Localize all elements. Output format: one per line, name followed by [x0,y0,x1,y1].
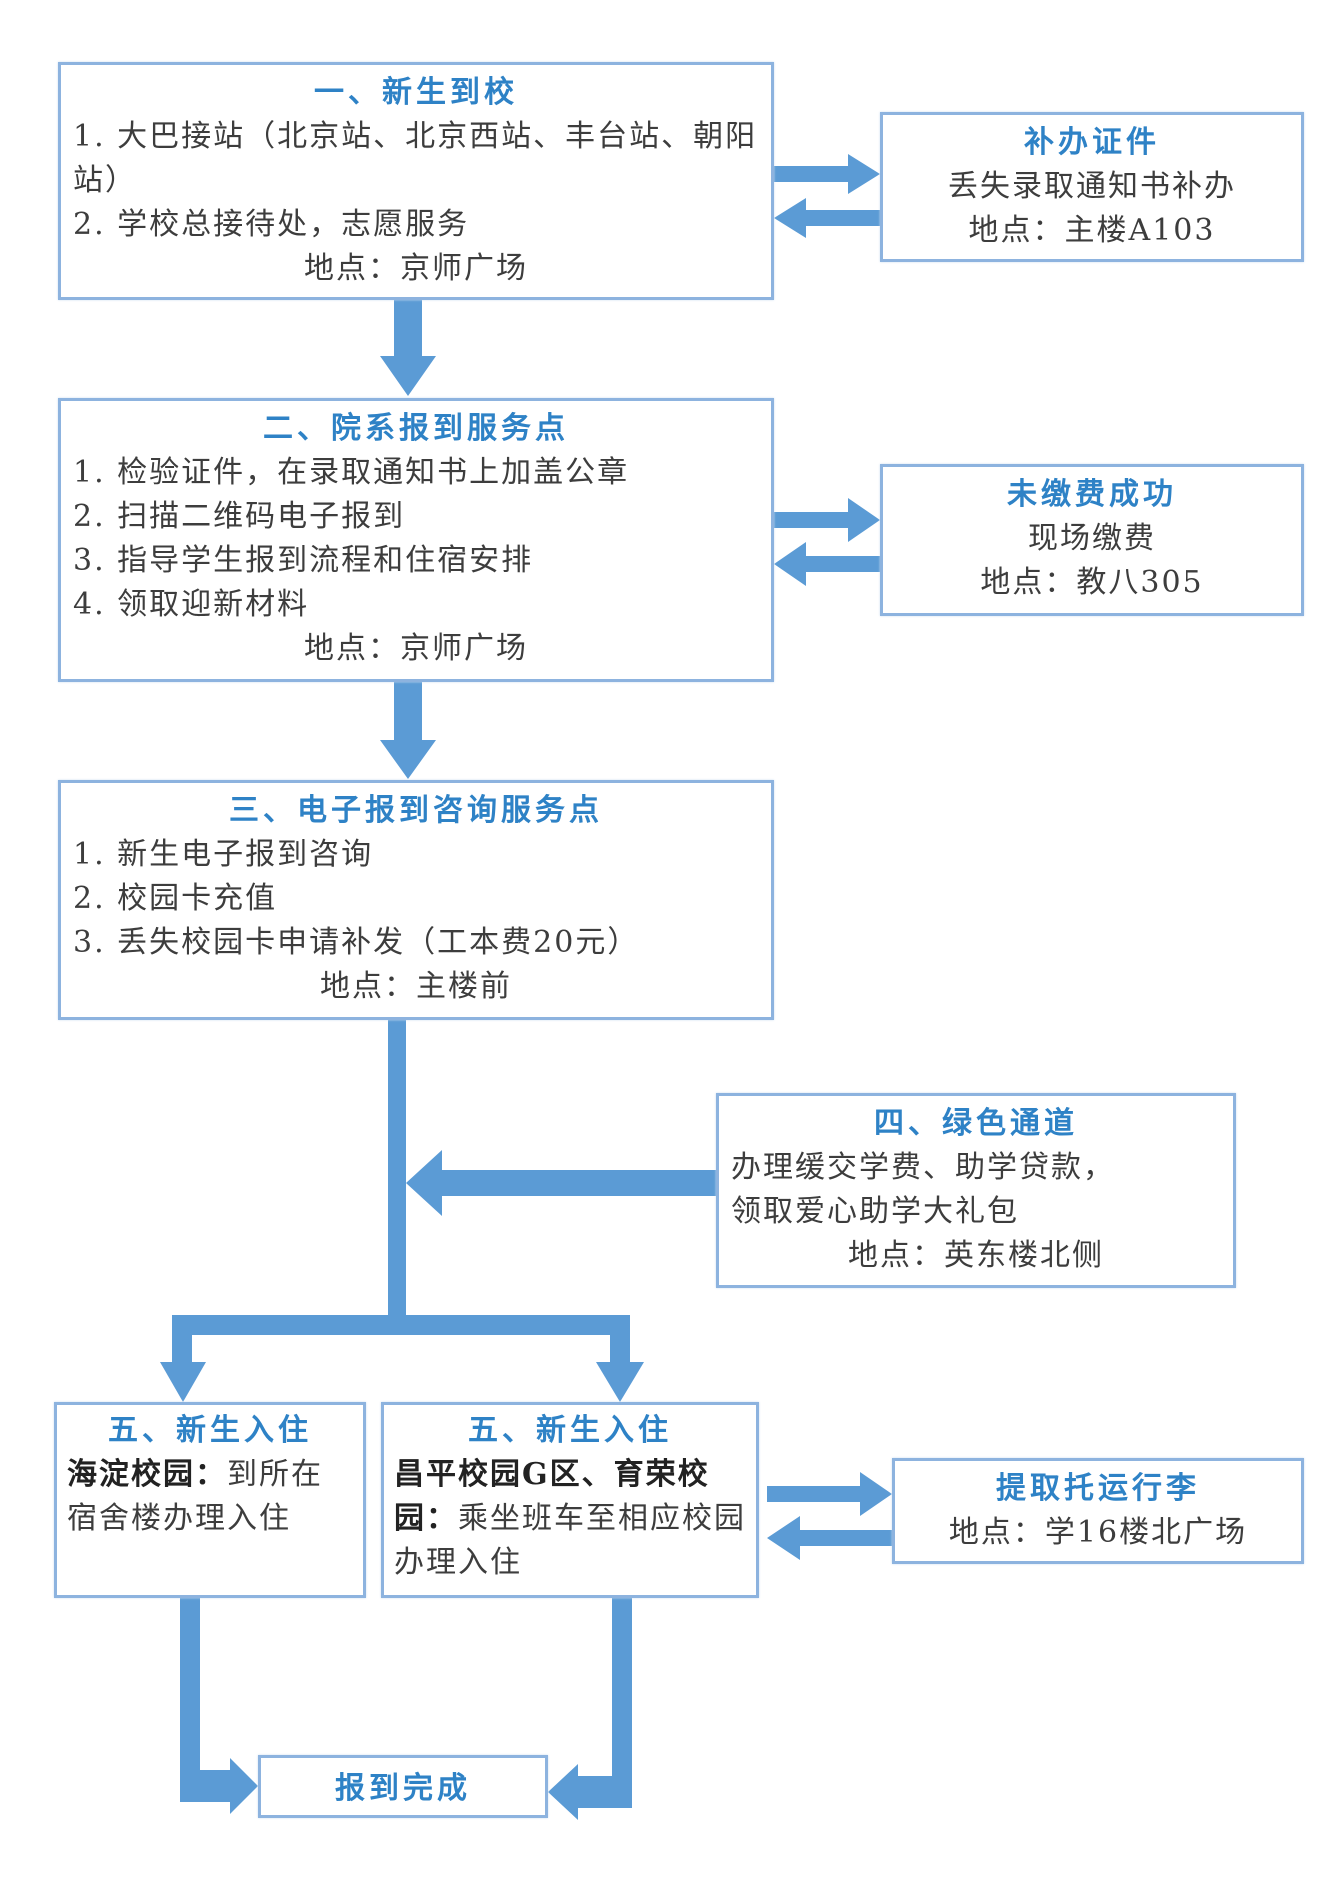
arrow-left-from-side2 [774,542,880,586]
step2-title: 二、院系报到服务点 [263,411,569,446]
step5b-title: 五、新生入住 [468,1413,672,1448]
step2-location: 地点：京师广场 [304,631,528,666]
arrow-down-1-2 [380,300,436,396]
side1-box: 补办证件 丢失录取通知书补办 地点：主楼A103 [880,112,1304,262]
step5b-box: 五、新生入住 昌平校园G区、育荣校园：乘坐班车至相应校园办理入住 [381,1402,759,1598]
step2-item-1: 1. 检验证件，在录取通知书上加盖公章 [73,455,630,490]
arrow-right-to-side3 [767,1472,892,1516]
side2-text: 现场缴费 [1028,521,1156,556]
step1-item-2: 2. 学校总接待处，志愿服务 [73,207,470,242]
branch-right-shaft [610,1315,630,1365]
arrow-5b-to-final [548,1598,632,1820]
step5a-body: 海淀校园：到所在宿舍楼办理入住 [67,1453,353,1541]
step3-item-1: 1. 新生电子报到咨询 [73,837,374,872]
step3-location: 地点：主楼前 [320,969,512,1004]
step2-box: 二、院系报到服务点 1. 检验证件，在录取通知书上加盖公章 2. 扫描二维码电子… [58,398,774,682]
side3-location: 地点：学16楼北广场 [948,1515,1248,1550]
step5b-campus: 昌平校园G区、育荣校园： [394,1457,710,1536]
step2-item-2: 2. 扫描二维码电子报到 [73,499,406,534]
branch-bar [172,1315,628,1335]
side1-location: 地点：主楼A103 [968,213,1216,248]
step2-item-4: 4. 领取迎新材料 [73,587,310,622]
step4-line-1: 办理缓交学费、助学贷款， [731,1150,1115,1185]
step5a-campus: 海淀校园： [67,1457,227,1492]
arrow-left-from-side3 [767,1516,892,1560]
side3-title: 提取托运行李 [996,1471,1200,1506]
step4-location: 地点：英东楼北侧 [848,1238,1104,1273]
arrow-right-to-side1 [774,154,880,194]
step5b-text: 乘坐班车至相应校园办理入住 [394,1501,746,1580]
step3-box: 三、电子报到咨询服务点 1. 新生电子报到咨询 2. 校园卡充值 3. 丢失校园… [58,780,774,1020]
step1-title: 一、新生到校 [314,75,518,110]
step4-box: 四、绿色通道 办理缓交学费、助学贷款， 领取爱心助学大礼包 地点：英东楼北侧 [716,1093,1236,1288]
final-box: 报到完成 [258,1755,548,1818]
step1-box: 一、新生到校 1. 大巴接站（北京站、北京西站、丰台站、朝阳站） 2. 学校总接… [58,62,774,300]
trunk-line [388,1020,406,1333]
step3-item-2: 2. 校园卡充值 [73,881,278,916]
step5a-box: 五、新生入住 海淀校园：到所在宿舍楼办理入住 [54,1402,366,1598]
side2-location: 地点：教八305 [980,565,1204,600]
step5a-text: 到所在宿舍楼办理入住 [67,1457,323,1536]
side1-text: 丢失录取通知书补办 [948,169,1236,204]
final-title: 报到完成 [335,1771,471,1806]
step4-title: 四、绿色通道 [874,1106,1078,1141]
branch-left-shaft [172,1315,192,1365]
step4-line-2: 领取爱心助学大礼包 [731,1194,1019,1229]
side1-title: 补办证件 [1024,125,1160,160]
side2-title: 未缴费成功 [1007,477,1177,512]
step5b-body: 昌平校园G区、育荣校园：乘坐班车至相应校园办理入住 [394,1453,746,1585]
step1-item-1: 1. 大巴接站（北京站、北京西站、丰台站、朝阳站） [73,119,758,198]
arrow-right-to-side2 [774,498,880,542]
arrow-down-to-5b [596,1362,644,1402]
step3-title: 三、电子报到咨询服务点 [229,793,603,828]
arrow-left-from-side1 [774,198,880,238]
step3-item-3: 3. 丢失校园卡申请补发（工本费20元） [73,925,640,960]
step1-location: 地点：京师广场 [304,251,528,286]
side2-box: 未缴费成功 现场缴费 地点：教八305 [880,464,1304,616]
arrow-5a-to-final [180,1598,258,1814]
step2-item-3: 3. 指导学生报到流程和住宿安排 [73,543,534,578]
arrow-left-from-step4 [406,1150,716,1216]
arrow-down-2-3 [380,682,436,779]
step5a-title: 五、新生入住 [108,1413,312,1448]
arrow-down-to-5a [160,1362,206,1402]
side3-box: 提取托运行李 地点：学16楼北广场 [892,1458,1304,1564]
